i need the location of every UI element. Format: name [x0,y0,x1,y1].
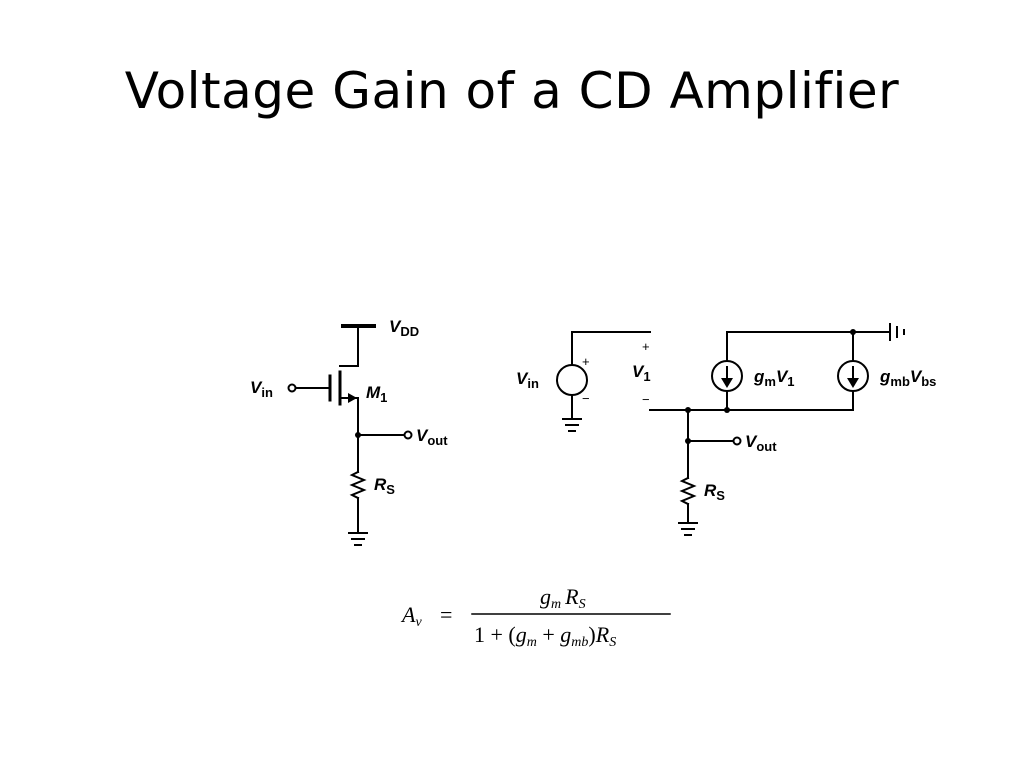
vdd-label: VDD [389,317,419,339]
vout-label-right: Vout [745,432,777,454]
vin-label: Vin [250,378,273,400]
equation-equals: = [440,602,452,627]
gmv1-label: gmV1 [753,367,795,389]
rs-label-right: RS [704,481,725,503]
v1-plus-sign: + [642,339,650,354]
vout-terminal [403,430,413,440]
equation-denominator: 1 + (gm + gmb)RS [474,622,616,650]
m1-label: M1 [366,383,387,405]
rs-label: RS [374,475,395,497]
vout-terminal-right [732,436,742,446]
slide-title: Voltage Gain of a CD Amplifier [124,62,900,120]
gmbvbs-label: gmbVbs [879,367,936,389]
vin-terminal [287,383,297,393]
rs-resistor-right [679,476,697,506]
vout-label: Vout [416,426,448,448]
rs-resistor [349,470,367,500]
source-arrow-icon [348,393,357,403]
vin-minus-sign: − [582,391,590,406]
right-circuit [556,323,905,536]
equation-lhs: Av [400,602,422,630]
vin-plus-sign: + [582,354,590,369]
v1-minus-sign: − [642,392,650,407]
v1-label: V1 [632,362,651,384]
left-circuit [287,324,413,546]
vin-label-right: Vin [516,369,539,391]
